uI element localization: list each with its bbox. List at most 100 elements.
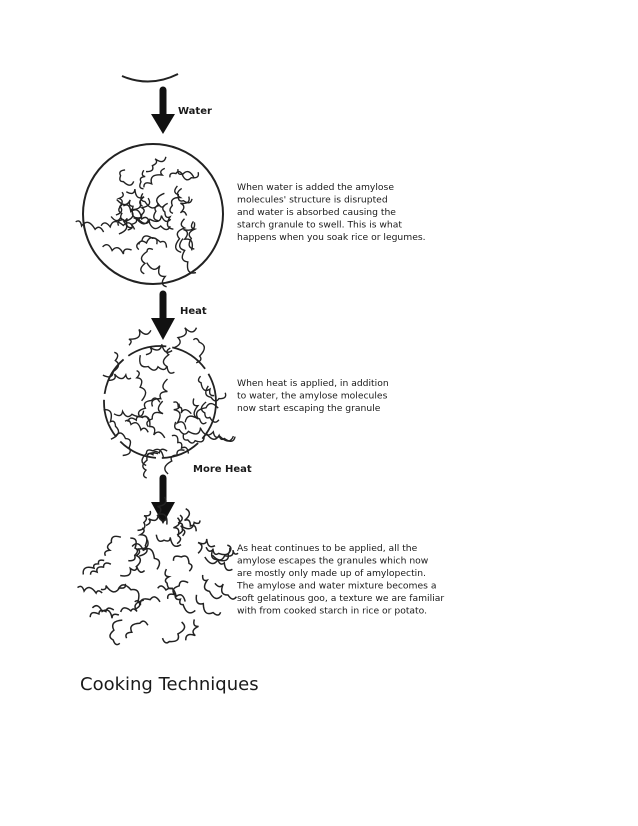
amylose-strand xyxy=(122,204,151,224)
amylose-strand xyxy=(146,262,167,288)
label-heat: Heat xyxy=(180,306,207,317)
amylose-strand xyxy=(173,401,192,415)
amylose-strand xyxy=(145,344,173,356)
amylose-strand xyxy=(117,584,141,610)
granule-gelatinized xyxy=(77,496,239,646)
amylose-strand xyxy=(102,351,120,378)
description-line: now start escaping the granule xyxy=(237,403,381,414)
description-line: molecules' structure is disrupted xyxy=(237,195,388,206)
amylose-strand xyxy=(179,196,190,216)
amylose-strand xyxy=(188,221,198,250)
amylose-strand xyxy=(211,549,239,561)
amylose-strand xyxy=(201,574,223,600)
amylose-strand xyxy=(102,243,132,255)
amylose-strand xyxy=(183,222,196,251)
amylose-strand xyxy=(75,220,105,233)
amylose-strand xyxy=(89,562,112,575)
amylose-strand xyxy=(119,599,144,613)
amylose-strand xyxy=(137,397,161,418)
amylose-strand xyxy=(140,247,154,275)
amylose-strand xyxy=(135,369,147,402)
amylose-strand xyxy=(77,585,103,595)
amylose-strand xyxy=(118,200,142,235)
amylose-strand xyxy=(171,434,190,454)
amylose-strand xyxy=(151,378,168,407)
amylose-strand xyxy=(205,385,227,402)
amylose-strand xyxy=(133,197,151,220)
description-stage3: As heat continues to be applied, all the… xyxy=(236,543,444,617)
amylose-strand xyxy=(182,433,205,444)
description-line: amylose escapes the granules which now xyxy=(237,556,429,567)
description-line: The amylose and water mixture becomes a xyxy=(236,581,436,592)
amylose-strand xyxy=(127,415,150,423)
amylose-strand xyxy=(161,621,186,644)
amylose-strand xyxy=(206,433,236,442)
amylose-strand xyxy=(115,432,132,457)
amylose-strand xyxy=(210,548,233,572)
amylose-strand xyxy=(120,564,146,577)
description-line: As heat continues to be applied, all the xyxy=(237,543,418,554)
amylose-strand xyxy=(134,596,161,606)
description-line: and water is absorbed causing the xyxy=(237,207,396,218)
starch-gelatinization-diagram: Water When water is added the amylosemol… xyxy=(75,73,444,646)
amylose-strand xyxy=(177,514,186,537)
amylose-strand xyxy=(214,582,238,600)
amylose-strand xyxy=(164,568,174,590)
section-heading: Cooking Techniques xyxy=(80,674,259,695)
granule-escaping xyxy=(102,327,236,479)
amylose-strand xyxy=(184,508,197,532)
amylose-strand xyxy=(100,220,136,230)
amylose-strand xyxy=(153,192,165,222)
amylose-strand xyxy=(185,619,199,641)
amylose-strand xyxy=(139,169,146,190)
description-line: happens when you soak rice or legumes. xyxy=(237,232,426,243)
arrow-more-heat xyxy=(151,474,175,524)
amylose-strand xyxy=(131,543,161,570)
amylose-strand xyxy=(145,515,168,527)
amylose-strand xyxy=(174,592,196,614)
amylose-strand xyxy=(146,400,164,428)
amylose-strand xyxy=(192,398,207,425)
amylose-strand xyxy=(100,583,127,593)
top-granule-edge xyxy=(121,73,179,83)
amylose-strand xyxy=(128,537,139,562)
amylose-strand xyxy=(156,496,168,525)
amylose-strand xyxy=(141,415,166,439)
granule-swollen xyxy=(75,143,224,288)
description-line: When heat is applied, in addition xyxy=(237,378,389,389)
amylose-strand xyxy=(125,188,145,207)
amylose-strand xyxy=(117,204,124,227)
amylose-strand xyxy=(173,327,198,349)
amylose-strand xyxy=(109,619,123,646)
amylose-strand xyxy=(155,534,182,547)
amylose-strand xyxy=(164,449,185,475)
amylose-strand xyxy=(174,185,193,204)
amylose-strand xyxy=(174,421,202,435)
amylose-strand xyxy=(146,448,168,457)
amylose-strand xyxy=(115,191,124,216)
amylose-strand xyxy=(174,218,187,253)
amylose-strand xyxy=(195,594,222,616)
description-line: are mostly only made up of amylopectin. xyxy=(237,568,426,579)
amylose-strand xyxy=(197,375,215,397)
amylose-strand xyxy=(176,520,201,536)
amylose-strand xyxy=(169,187,183,214)
amylose-strand xyxy=(204,544,232,565)
amylose-strand xyxy=(119,169,135,186)
amylose-strand xyxy=(162,202,174,230)
amylose-strand xyxy=(136,218,171,231)
amylose-strand xyxy=(166,580,189,600)
arrow-heat xyxy=(151,290,175,340)
description-line: with from cooked starch in rice or potat… xyxy=(237,606,427,617)
arrow-water xyxy=(151,86,175,134)
amylose-strand xyxy=(169,170,195,179)
amylose-strand xyxy=(143,167,166,188)
amylose-strand xyxy=(141,448,165,467)
amylose-strand xyxy=(162,347,175,374)
amylose-strand xyxy=(197,538,216,554)
amylose-strand xyxy=(125,620,149,639)
label-more-heat: More Heat xyxy=(193,464,252,475)
amylose-strand xyxy=(104,535,122,557)
amylose-strand xyxy=(137,510,152,532)
